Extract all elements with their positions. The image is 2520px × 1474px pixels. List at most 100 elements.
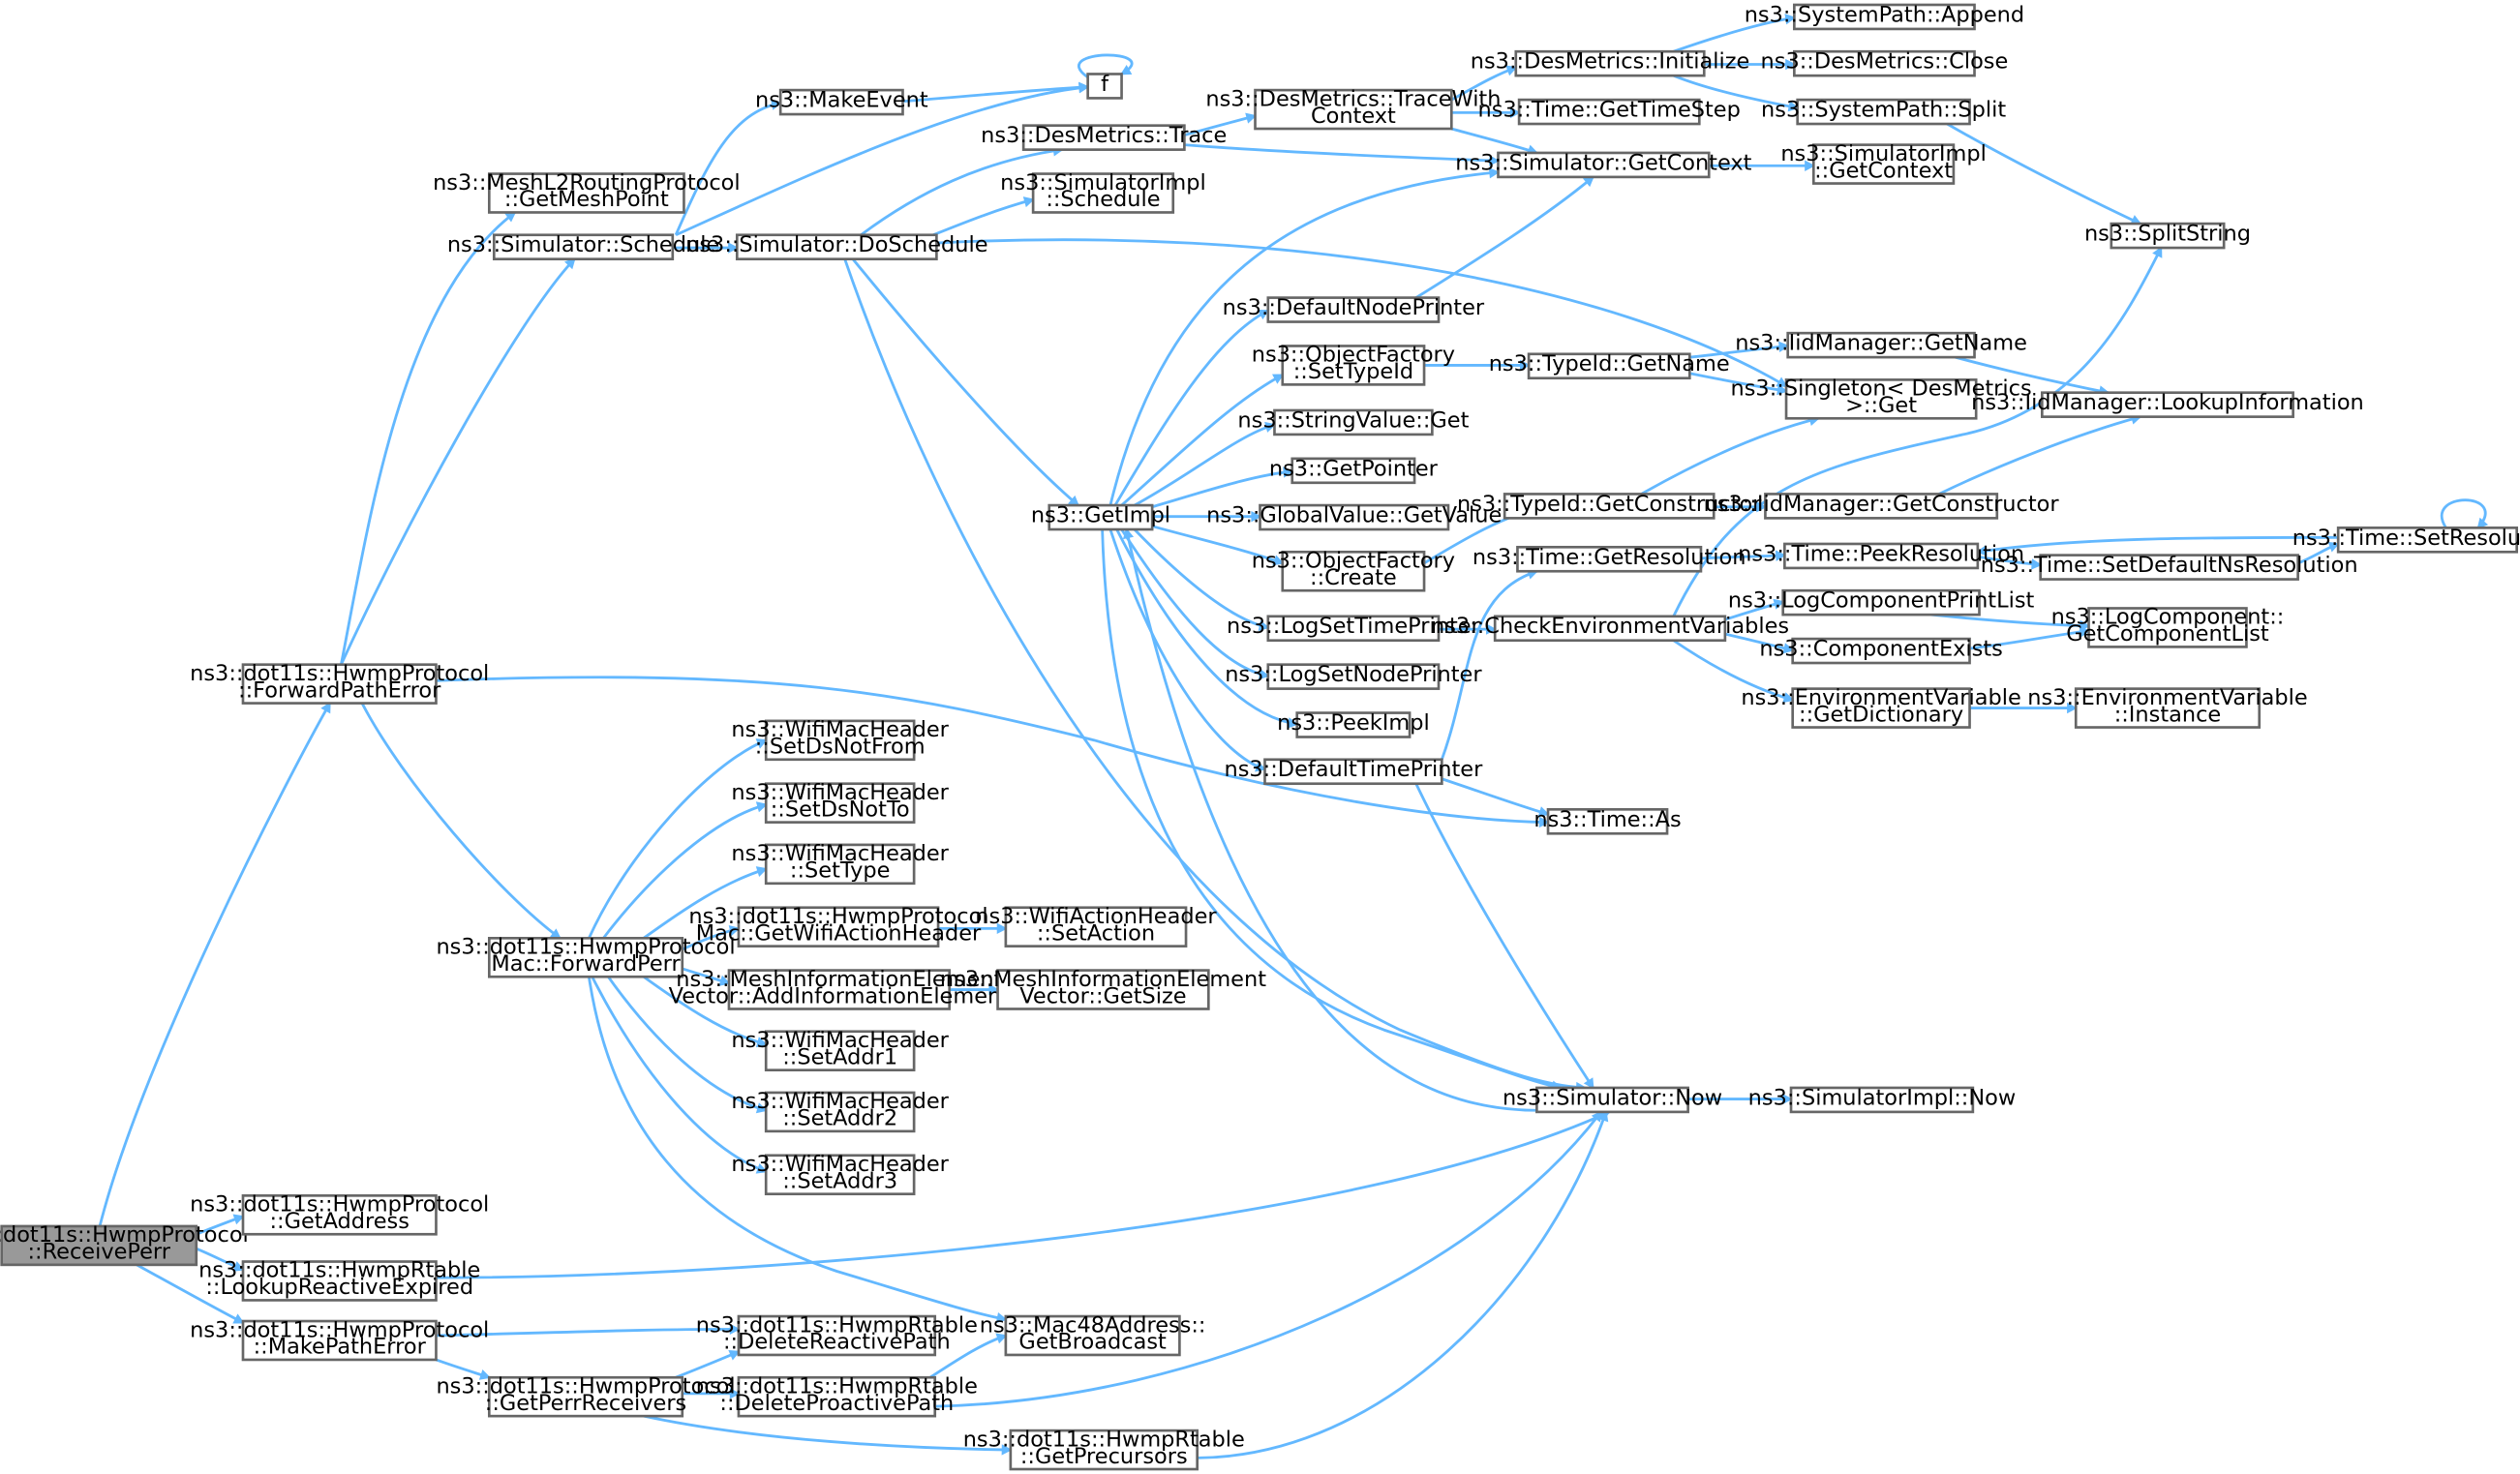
node-box[interactable] — [1031, 172, 1175, 214]
node-GetConstructor[interactable]: ns3::TypeId::GetConstructor — [1457, 492, 1762, 520]
node-box[interactable] — [1516, 545, 1703, 573]
node-DeleteProactivePath[interactable]: ns3::dot11s::HwmpRtable::DeleteProactive… — [696, 1373, 978, 1418]
node-box[interactable] — [778, 88, 904, 116]
node-box[interactable] — [1273, 408, 1434, 436]
node-box[interactable] — [737, 906, 940, 948]
node-GetPrecursors[interactable]: ns3::dot11s::HwmpRtable::GetPrecursors — [963, 1427, 1245, 1471]
node-box[interactable] — [1497, 151, 1711, 179]
node-box[interactable] — [241, 1319, 438, 1362]
node-IidGetName[interactable]: ns3::IidManager::GetName — [1735, 331, 2027, 359]
node-GetWifiActionHeader[interactable]: ns3::dot11s::HwmpProtocolMac::GetWifiAct… — [688, 904, 988, 948]
node-box[interactable] — [487, 172, 685, 214]
node-box[interactable] — [1786, 331, 1976, 359]
node-ForwardPerr[interactable]: ns3::dot11s::HwmpProtocolMac::ForwardPer… — [436, 935, 736, 978]
node-f[interactable]: f — [1086, 72, 1123, 100]
node-box[interactable] — [1517, 98, 1701, 126]
node-SimImplSchedule[interactable]: ns3::SimulatorImpl::Schedule — [1000, 170, 1206, 214]
node-GetContext[interactable]: ns3::Simulator::GetContext — [1455, 150, 1752, 179]
node-box[interactable] — [1789, 1086, 1975, 1114]
node-box[interactable] — [1295, 711, 1412, 738]
node-box[interactable] — [1281, 345, 1426, 386]
node-TypeIdGetName[interactable]: ns3::TypeId::GetName — [1489, 351, 1730, 380]
node-GetPerrReceivers[interactable]: ns3::dot11s::HwmpProtocol::GetPerrReceiv… — [436, 1373, 736, 1418]
node-box[interactable] — [1290, 457, 1416, 485]
node-box[interactable] — [241, 1194, 438, 1236]
node-MakePathError[interactable]: ns3::dot11s::HwmpProtocol::MakePathError — [190, 1317, 489, 1362]
node-IidGetConstructor[interactable]: ns3::IidManager::GetConstructor — [1704, 492, 2060, 520]
node-PeekResolution[interactable]: ns3::Time::PeekResolution — [1738, 541, 2024, 570]
node-ForwardPathError[interactable]: ns3::dot11s::HwmpProtocol::ForwardPathEr… — [190, 661, 489, 705]
node-GetMeshPoint[interactable]: ns3::MeshL2RoutingProtocol::GetMeshPoint — [433, 170, 741, 214]
node-LookupReactiveExpired[interactable]: ns3::dot11s::HwmpRtable::LookupReactiveE… — [198, 1258, 480, 1302]
node-box[interactable] — [764, 1030, 916, 1072]
node-DeleteReactivePath[interactable]: ns3::dot11s::HwmpRtable::DeleteReactiveP… — [696, 1312, 978, 1357]
node-SystemPathSplit[interactable]: ns3::SystemPath::Split — [1761, 98, 2006, 126]
node-SetTypeId[interactable]: ns3::ObjectFactory::SetTypeId — [1252, 343, 1455, 386]
node-DefaultTimePrinter[interactable]: ns3::DefaultTimePrinter — [1225, 757, 1484, 786]
node-ComponentExists[interactable]: ns3::ComponentExists — [1759, 637, 2003, 665]
node-box[interactable] — [1281, 550, 1426, 592]
node-AddInformationElement[interactable]: ns3::MeshInformationElementVector::AddIn… — [669, 967, 1011, 1010]
node-box[interactable] — [2040, 391, 2294, 418]
node-DesTrace[interactable]: ns3::DesMetrics::Trace — [981, 123, 1227, 151]
node-box[interactable] — [0, 1224, 198, 1267]
node-box[interactable] — [1009, 1429, 1199, 1471]
node-SimImplGetContext[interactable]: ns3::SimulatorImpl::GetContext — [1780, 141, 1987, 185]
node-SetAddr1[interactable]: ns3::WifiMacHeader::SetAddr1 — [731, 1028, 950, 1072]
node-SetAddr2[interactable]: ns3::WifiMacHeader::SetAddr2 — [731, 1089, 950, 1133]
node-box[interactable] — [1784, 378, 1978, 420]
node-GetDictionary[interactable]: ns3::EnvironmentVariable::GetDictionary — [1741, 685, 2021, 729]
node-box[interactable] — [1493, 615, 1727, 643]
node-DefaultNodePrinter[interactable]: ns3::DefaultNodePrinter — [1223, 295, 1485, 323]
node-box[interactable] — [492, 233, 675, 261]
node-box[interactable] — [1004, 906, 1188, 948]
node-box[interactable] — [1266, 296, 1441, 323]
node-LogSetNodePrinter[interactable]: ns3::LogSetNodePrinter — [1225, 662, 1482, 690]
node-EnvInstance[interactable]: ns3::EnvironmentVariable::Instance — [2027, 685, 2308, 729]
node-box[interactable] — [2087, 607, 2248, 648]
node-box[interactable] — [764, 782, 916, 824]
node-TimeAs[interactable]: ns3::Time::As — [1533, 807, 1682, 835]
node-SystemPathAppend[interactable]: ns3::SystemPath::Append — [1745, 2, 2024, 31]
node-GetPointer[interactable]: ns3::GetPointer — [1269, 456, 1439, 485]
node-box[interactable] — [1793, 49, 1976, 77]
node-LookupInformation[interactable]: ns3::IidManager::LookupInformation — [1971, 390, 2364, 418]
node-box[interactable] — [727, 969, 952, 1010]
node-GetComponentList[interactable]: ns3::LogComponent::GetComponentList — [2051, 605, 2285, 648]
node-box[interactable] — [764, 1154, 916, 1196]
node-GetTimeStep[interactable]: ns3::Time::GetTimeStep — [1478, 98, 1741, 126]
node-box[interactable] — [1047, 503, 1154, 531]
node-box[interactable] — [764, 1091, 916, 1133]
node-GetSize[interactable]: ns3::MeshInformationElementVector::GetSi… — [940, 967, 1266, 1010]
node-GlobalValueGetValue[interactable]: ns3::GlobalValue::GetValue — [1206, 503, 1502, 531]
node-MakeEvent[interactable]: ns3::MakeEvent — [755, 88, 928, 116]
node-box[interactable] — [2039, 554, 2299, 581]
node-SetDsNotTo[interactable]: ns3::WifiMacHeader::SetDsNotTo — [731, 780, 950, 824]
node-GetBroadcast[interactable]: ns3::Mac48Address::GetBroadcast — [980, 1312, 1206, 1357]
node-box[interactable] — [1796, 98, 1971, 126]
node-PeekImpl[interactable]: ns3::PeekImpl — [1277, 710, 1430, 738]
node-box[interactable] — [1021, 124, 1186, 151]
node-SetAction[interactable]: ns3::WifiActionHeader::SetAction — [975, 904, 1217, 948]
node-SetDefaultNsResolution[interactable]: ns3::Time::SetDefaultNsResolution — [1981, 553, 2358, 581]
node-box[interactable] — [1263, 758, 1443, 786]
node-box[interactable] — [737, 1375, 937, 1418]
node-DoSchedule[interactable]: ns3::Simulator::DoSchedule — [685, 232, 988, 261]
node-ReceivePerr[interactable]: ns3::dot11s::HwmpProtocol::ReceivePerr — [0, 1222, 249, 1267]
node-box[interactable] — [1546, 807, 1669, 835]
node-box[interactable] — [1266, 615, 1441, 643]
node-LogComponentPrintList[interactable]: ns3::LogComponentPrintList — [1728, 588, 2035, 617]
node-GetImpl[interactable]: ns3::GetImpl — [1031, 503, 1170, 531]
node-LogSetTimePrinter[interactable]: ns3::LogSetTimePrinter — [1227, 614, 1481, 643]
node-box[interactable] — [764, 843, 916, 886]
node-box[interactable] — [737, 1314, 937, 1357]
node-box[interactable] — [2336, 526, 2519, 554]
node-box[interactable] — [1791, 637, 1971, 665]
node-box[interactable] — [487, 937, 684, 978]
node-SimSchedule[interactable]: ns3::Simulator::Schedule — [447, 232, 719, 261]
node-DesClose[interactable]: ns3::DesMetrics::Close — [1761, 49, 2009, 77]
node-box[interactable] — [1527, 352, 1691, 380]
node-SplitString[interactable]: ns3::SplitString — [2084, 222, 2251, 250]
node-box[interactable] — [1259, 503, 1450, 531]
